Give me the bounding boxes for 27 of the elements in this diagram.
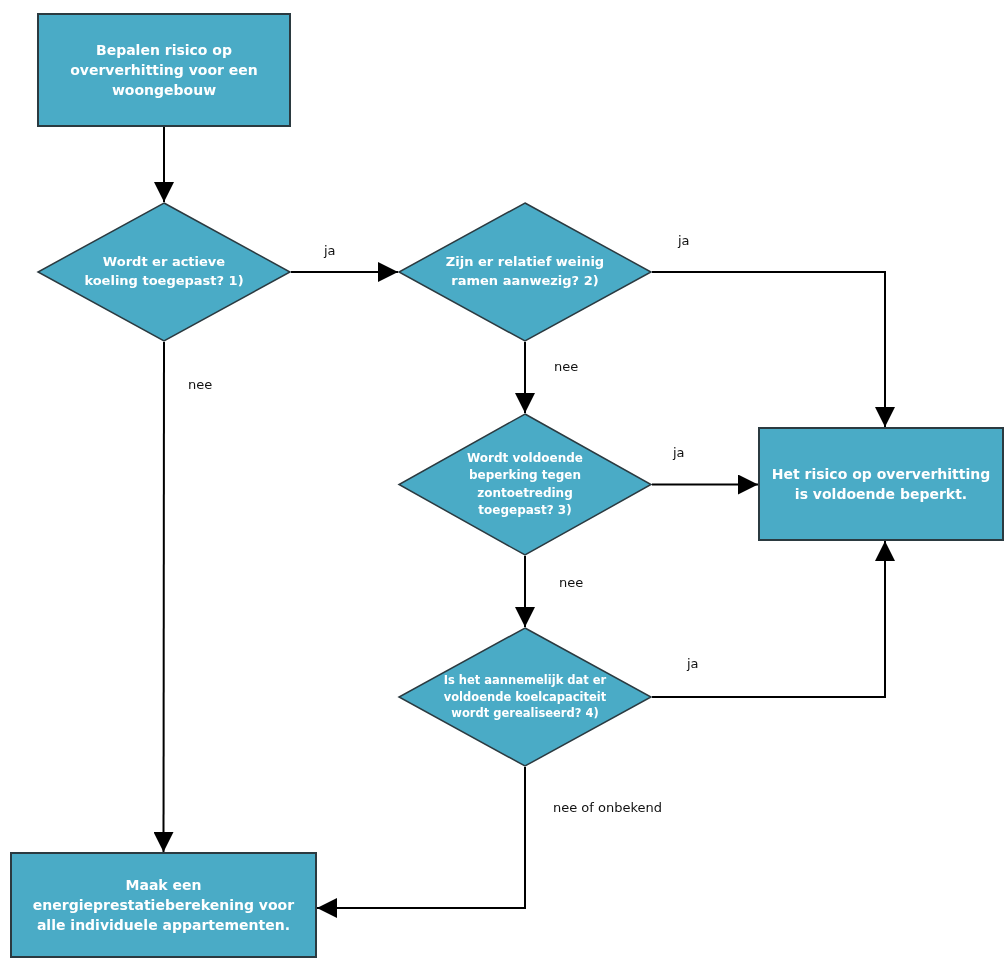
decision-text: Wordt er actieve koeling toegepast? 1) (83, 253, 245, 290)
arrow (651, 271, 895, 428)
edge-label: ja (671, 445, 687, 460)
arrow (515, 341, 535, 414)
process-box (37, 13, 291, 127)
decision-diamond (37, 202, 291, 342)
process-box (10, 852, 317, 958)
decision-diamond (398, 202, 652, 342)
arrow (154, 126, 174, 203)
process-box (758, 427, 1004, 541)
process-text: Het risico op oververhitting is voldoende beperkt. (770, 464, 992, 504)
decision-text: Is het aannemelijk dat er voldoende koelcapaciteit wordt gerealiseerd? 4) (442, 672, 608, 722)
arrow (651, 474, 759, 495)
arrow (153, 341, 174, 853)
arrow (515, 555, 535, 628)
decision-text: Wordt voldoende beperking tegen zontoetreding toegepast? 3) (466, 449, 584, 519)
arrow (316, 766, 526, 918)
decision-diamond (398, 413, 652, 556)
arrow (651, 540, 895, 698)
process-text: Maak een energieprestatieberekening voor alle individuele appartementen. (31, 875, 296, 936)
edge-label: ja (685, 656, 701, 671)
arrow (290, 262, 399, 282)
edge-label: ja (676, 233, 692, 248)
decision-text: Zijn er relatief weinig ramen aanwezig? 2) (444, 253, 606, 290)
edge-label: ja (322, 243, 338, 258)
process-text: Bepalen risico op oververhitting voor een woongebouw (69, 40, 259, 101)
decision-diamond (398, 627, 652, 767)
